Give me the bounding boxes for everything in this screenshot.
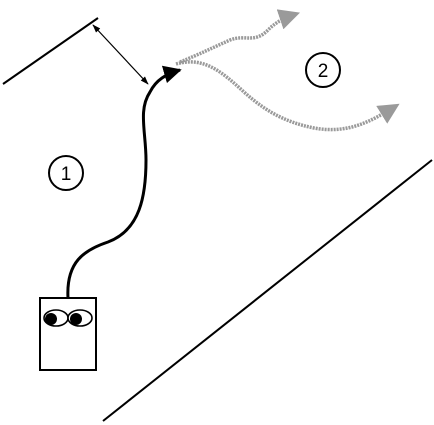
upper-boundary-line [2, 17, 99, 85]
emitter-box [39, 297, 97, 371]
outgoing-paths [175, 9, 400, 132]
outgoing-path-lower [175, 60, 400, 132]
outgoing-path-upper [179, 9, 300, 64]
eyes-icon [43, 309, 93, 327]
incoming-path [66, 65, 182, 299]
lower-boundary-line [102, 159, 433, 422]
box-with-eyes-icon [39, 297, 97, 371]
step-marker-2: 2 [305, 52, 341, 88]
step-marker-1-label: 1 [61, 164, 72, 185]
step-marker-2-label: 2 [318, 61, 329, 82]
step-marker-1: 1 [48, 155, 84, 191]
distance-arrow [92, 24, 149, 85]
